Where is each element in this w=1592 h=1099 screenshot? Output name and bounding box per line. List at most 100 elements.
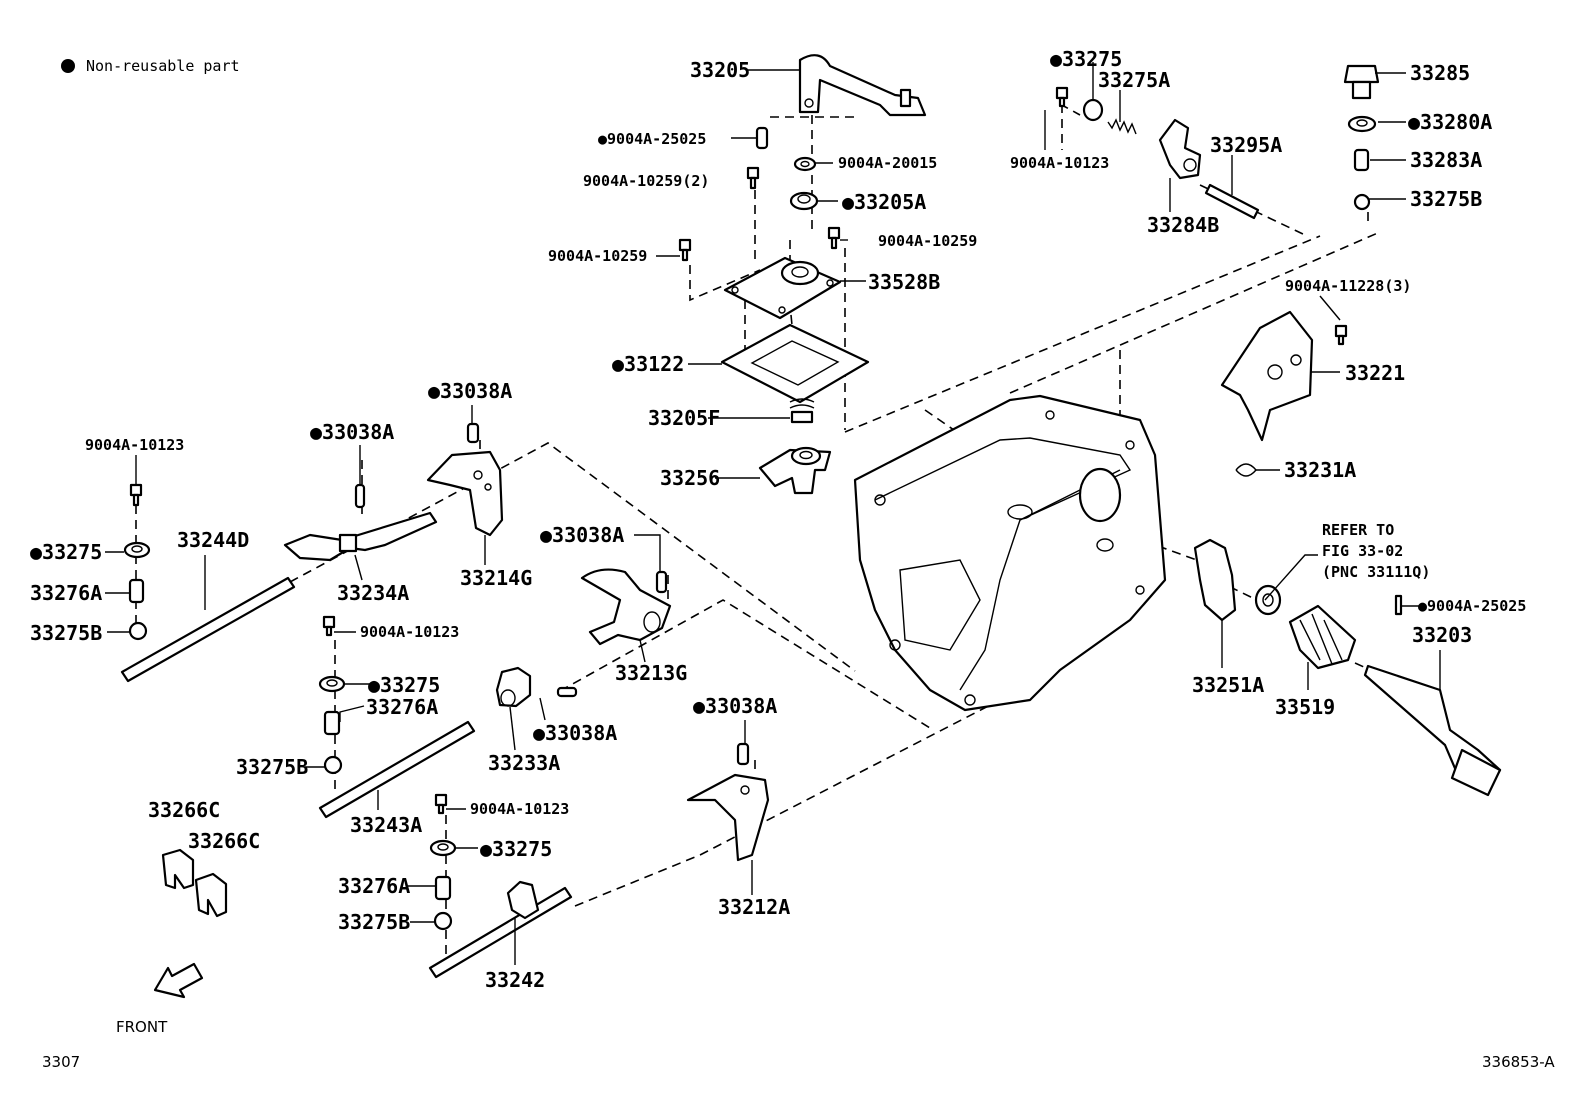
callout-9004A-10259-2: 9004A-10259(2) [583,172,709,190]
refer-note-line-3: (PNC 33111Q) [1322,563,1430,581]
legend-dot-icon [61,59,75,73]
callout-33233A: 33233A [488,751,560,775]
part-33242-shaft [428,880,573,979]
callout-33213G: 33213G [615,661,687,685]
callout-33284B: 33284B [1147,213,1219,237]
refer-note: REFER TO FIG 33-02 (PNC 33111Q) [1322,521,1430,581]
pin-icon [755,126,769,150]
callout-9004A-25025: ●9004A-25025 [598,130,706,148]
callout-33251A: 33251A [1192,673,1264,697]
part-33203-shift-lever [1363,664,1502,797]
callout-33266C-b: 33266C [188,829,260,853]
callout-9004A-10123-mid: 9004A-10123 [360,623,459,641]
part-33251A-lever [1193,538,1237,622]
callout-labels: 33205 ●9004A-25025 9004A-20015 9004A-102… [30,47,1526,992]
callout-33275B-mid: 33275B [236,755,308,779]
callout-33519: 33519 [1275,695,1335,719]
part-33205F-spring-icon [789,398,815,424]
washer-icon [1082,98,1104,122]
callout-33038A-c: ●33038A [540,523,624,547]
refer-note-line-1: REFER TO [1322,521,1394,539]
callout-33205: 33205 [690,58,750,82]
callout-33266C-a: 33266C [148,798,220,822]
callout-33221: 33221 [1345,361,1405,385]
part-33528B-cover-plate [723,256,842,320]
oil-seal-icon [1254,584,1282,616]
callout-9004A-10123-left: 9004A-10123 [85,436,184,454]
callout-33276A-left: 33276A [30,581,102,605]
callout-33256: 33256 [660,466,720,490]
callout-33275B-bot: 33275B [338,910,410,934]
bolt-icon [678,238,692,262]
spring-icon [128,578,145,604]
callout-33275-left: ●33275 [30,540,102,564]
transmission-case [853,394,1167,712]
callout-33243A: 33243A [350,813,422,837]
callout-9004A-10123-top: 9004A-10123 [1010,154,1109,172]
callout-9004A-25025-right: ●9004A-25025 [1418,597,1526,615]
leader-lines [105,62,1441,965]
part-33244D-shaft [120,576,296,683]
callout-33275B-top: 33275B [1410,187,1482,211]
part-33256-housing [758,446,832,495]
figure-code: 3307 [42,1053,80,1071]
bolt-icon [322,615,336,637]
callout-33122: ●33122 [612,352,684,376]
callout-33528B: 33528B [868,270,940,294]
bolt-icon [1055,86,1069,108]
part-33212A-fork [686,773,770,862]
spring-icon [434,875,452,901]
bolt-icon [746,166,760,190]
bolt-icon [129,483,143,507]
bolt-icon [434,793,448,815]
spring-icon [1107,118,1137,135]
part-33214G-fork [426,450,504,537]
callout-33275A: 33275A [1098,68,1170,92]
part-33266C-shoe [194,872,228,918]
callout-9004A-11228-3: 9004A-11228(3) [1285,277,1411,295]
ball-icon [1353,193,1371,211]
legend-text: Non-reusable part [86,57,240,75]
part-33266C-shoe [161,848,195,890]
callout-33205A: ●33205A [842,190,926,214]
callout-33275B-left: 33275B [30,621,102,645]
callout-33275-bot: ●33275 [480,837,552,861]
pin-icon [354,483,366,509]
callout-33244D: 33244D [177,528,249,552]
callout-33280A: ●33280A [1408,110,1492,134]
spring-icon [1235,463,1257,477]
part-33284B-lever [1158,118,1202,180]
ball-icon [433,911,453,931]
callout-33276A-bot: 33276A [338,874,410,898]
part-33221-bracket [1220,310,1314,442]
callout-9004A-10259-left: 9004A-10259 [548,247,647,265]
callout-33038A-d: ●33038A [533,721,617,745]
callout-33295A: 33295A [1210,133,1282,157]
part-33519-boot [1288,604,1357,670]
callout-33285: 33285 [1410,61,1470,85]
spring-icon [1353,148,1370,172]
callout-9004A-10259-right: 9004A-10259 [878,232,977,250]
drawing-code: 336853-A [1482,1053,1555,1071]
part-33243A-shaft [318,720,476,819]
oil-seal-icon [789,191,819,211]
pin-icon [655,570,668,594]
washer-icon [429,839,457,857]
part-33234A-head [283,511,438,562]
callout-33205F: 33205F [648,406,720,430]
callout-33275-top: ●33275 [1050,47,1122,71]
washer-icon [1347,115,1377,133]
bolt-icon [827,226,841,250]
callout-9004A-10123-bot: 9004A-10123 [470,800,569,818]
part-33213G-fork [580,568,672,646]
part-33285-plug [1343,64,1380,100]
pin-icon [736,742,750,766]
callout-33038A-a: ●33038A [428,379,512,403]
callout-33038A-b: ●33038A [310,420,394,444]
callout-33276A-mid: 33276A [366,695,438,719]
part-33122-gasket [720,323,870,404]
callout-9004A-20015: 9004A-20015 [838,154,937,172]
washer-icon [123,541,151,559]
callout-33275-mid: ●33275 [368,673,440,697]
